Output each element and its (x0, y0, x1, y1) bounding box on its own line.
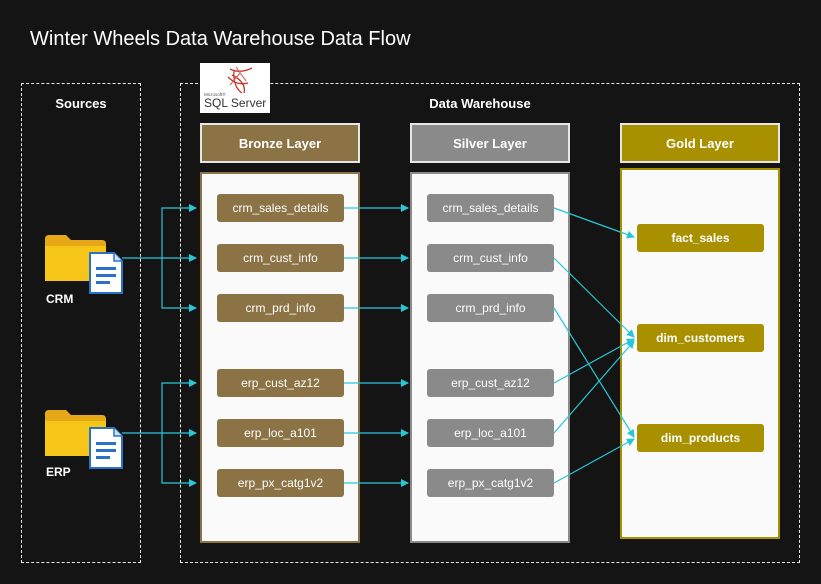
gold-layer-header: Gold Layer (620, 123, 780, 163)
crm-to-bronze-line (161, 258, 197, 312)
bronze-table-crm-cust-info: crm_cust_info (217, 244, 344, 272)
silver-table-crm-cust-info: crm_cust_info (427, 244, 554, 272)
erp-to-bronze-line (122, 379, 197, 434)
silver-table-erp-px-catg1v2: erp_px_catg1v2 (427, 469, 554, 497)
warehouse-container (180, 83, 800, 563)
sources-container (21, 83, 141, 563)
silver-to-gold-line (553, 257, 635, 338)
bronze-table-erp-cust-az12: erp_cust_az12 (217, 369, 344, 397)
silver-table-crm-sales-details: crm_sales_details (427, 194, 554, 222)
silver-layer-header: Silver Layer (410, 123, 570, 163)
silver-table-erp-loc-a101: erp_loc_a101 (427, 419, 554, 447)
silver-to-gold-line (553, 438, 635, 484)
sources-label: Sources (55, 96, 107, 111)
logo-small-text: Microsoft® (204, 91, 226, 97)
erp-to-bronze-line (161, 433, 197, 487)
erp-source-label: ERP (46, 465, 71, 479)
silver-to-gold-line (553, 307, 635, 438)
crm-folder-icon (45, 235, 123, 294)
silver-to-gold-line (553, 207, 635, 239)
silver-table-crm-prd-info: crm_prd_info (427, 294, 554, 322)
silver-table-erp-cust-az12: erp_cust_az12 (427, 369, 554, 397)
sql-server-logo: Microsoft® SQL Server (200, 63, 270, 113)
sql-server-icon: Microsoft® SQL Server (204, 66, 266, 110)
bronze-table-erp-loc-a101: erp_loc_a101 (217, 419, 344, 447)
gold-table-dim-products: dim_products (637, 424, 764, 452)
erp-folder-icon (45, 410, 123, 469)
crm-source-label: CRM (46, 292, 74, 306)
crm-to-bronze-line (122, 204, 197, 259)
crm-document-icon (89, 252, 123, 294)
gold-table-dim-customers: dim_customers (637, 324, 764, 352)
logo-text: SQL Server (204, 96, 266, 110)
bronze-table-crm-prd-info: crm_prd_info (217, 294, 344, 322)
erp-document-icon (89, 427, 123, 469)
bronze-layer-header: Bronze Layer (200, 123, 360, 163)
bronze-table-crm-sales-details: crm_sales_details (217, 194, 344, 222)
diagram-title: Winter Wheels Data Warehouse Data Flow (30, 28, 411, 50)
gold-table-fact-sales: fact_sales (637, 224, 764, 252)
silver-to-gold-line (553, 338, 635, 384)
silver-to-gold-line (553, 340, 635, 434)
bronze-table-erp-px-catg1v2: erp_px_catg1v2 (217, 469, 344, 497)
warehouse-label: Data Warehouse (429, 96, 531, 111)
